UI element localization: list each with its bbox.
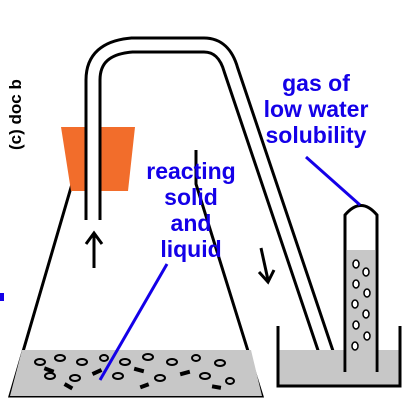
flow-arrow-up <box>84 230 104 268</box>
solid-particles <box>34 353 235 385</box>
flask-liquid <box>10 350 262 396</box>
copyright-notice: (c) doc b <box>6 79 25 150</box>
reactants-label: reacting solid and liquid <box>146 158 236 262</box>
gas-label: gas of low water solubility <box>263 70 369 148</box>
solid-pieces <box>43 366 222 391</box>
edge-mark <box>0 293 4 301</box>
trough-water <box>278 350 400 386</box>
gas-pointer <box>305 155 361 207</box>
flow-arrow-down <box>257 247 276 285</box>
gas-trough <box>276 326 402 388</box>
gas-bubbles <box>351 259 371 351</box>
reactants-pointer <box>98 263 169 381</box>
